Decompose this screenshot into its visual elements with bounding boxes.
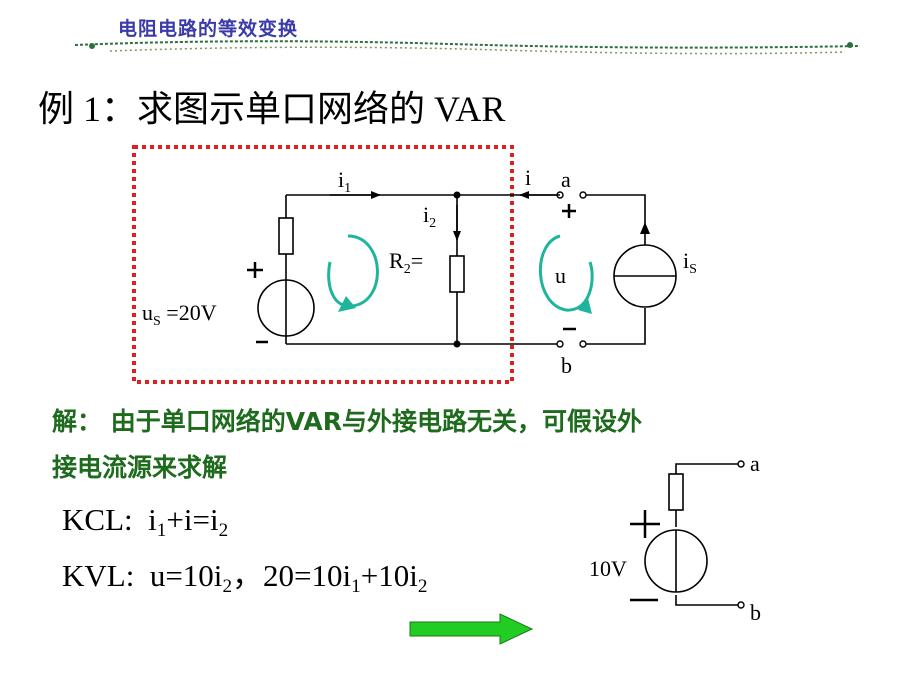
label-us: uS =20V [142, 300, 217, 329]
label-i: i [525, 165, 531, 190]
plus-sign-terminal [562, 204, 576, 218]
loop-arrow-left-head [338, 296, 356, 312]
label-u: u [555, 263, 566, 288]
eq-resistor [668, 473, 684, 511]
label-is: iS [683, 248, 697, 277]
eq-plus-sign [630, 510, 660, 538]
label-b: b [561, 353, 572, 378]
result-arrow [409, 613, 534, 645]
header-dot [89, 43, 95, 49]
wire-top-right [583, 194, 646, 245]
label-a: a [561, 167, 571, 192]
label-r2: R2= [389, 248, 423, 277]
node-bottom [453, 340, 461, 348]
terminal-b-right [579, 340, 587, 348]
header-line [74, 40, 861, 49]
resistor-r2 [449, 255, 465, 293]
current-source-arrow [640, 222, 650, 234]
label-i2: i2 [423, 202, 436, 231]
eq-label-a: a [750, 451, 760, 476]
plus-sign [247, 262, 263, 278]
example-title: 例 1：求图示单口网络的 VAR [38, 89, 506, 129]
loop-arrow-right [539, 234, 594, 312]
node-top [453, 191, 461, 199]
kcl-equation: KCL: i1+i=i2 [62, 502, 229, 542]
kcl-label: KCL: [62, 502, 133, 537]
solution-line-1: 解： 由于单口网络的VAR与外接电路无关，可假设外 [52, 407, 642, 436]
solution-line-2: 接电流源来求解 [52, 453, 228, 482]
eq-wire [675, 463, 738, 606]
header-decoration [74, 40, 861, 55]
loop-arrow-left [327, 234, 379, 308]
header-title: 电阻电路的等效变换 [118, 18, 299, 40]
kvl-equation: KVL: u=10i2，20=10i1+10i2 [62, 558, 428, 598]
eq-terminal-a [737, 460, 745, 468]
dashed-box [132, 145, 514, 384]
label-i1: i1 [338, 167, 351, 196]
eq-terminal-b [737, 601, 745, 609]
terminal-a-right [579, 191, 587, 199]
loop-arrow-right-head [578, 298, 592, 314]
eq-label-source: 10V [589, 556, 627, 581]
resistor-r1 [278, 217, 294, 255]
eq-label-b: b [750, 600, 761, 625]
terminal-b-left [556, 340, 564, 348]
header-dot [847, 42, 853, 48]
kvl-label: KVL: [62, 558, 135, 593]
wire-bottom-right [583, 308, 646, 345]
